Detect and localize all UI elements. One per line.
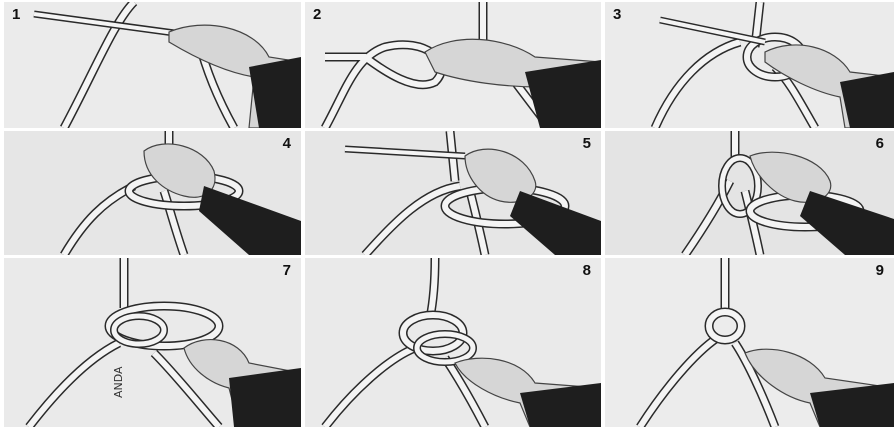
step-panel-1: 1 — [4, 2, 301, 128]
step-number: 6 — [876, 136, 884, 151]
step-panel-9: 9 — [605, 258, 894, 427]
step-panel-2: 2 — [305, 2, 601, 128]
step-number: 9 — [876, 263, 884, 278]
step-panel-6: 6 — [605, 131, 894, 255]
step-panel-8: 8 — [305, 258, 601, 427]
step-2-photo — [305, 2, 601, 128]
step-number: 4 — [283, 136, 291, 151]
step-panel-7: 7 ANDA — [4, 258, 301, 427]
step-3-photo — [605, 2, 894, 128]
step-4-photo — [4, 131, 301, 255]
step-number: 5 — [583, 136, 591, 151]
step-9-photo — [605, 258, 894, 427]
step-5-photo — [305, 131, 601, 255]
step-number: 8 — [583, 263, 591, 278]
step-panel-5: 5 — [305, 131, 601, 255]
step-number: 1 — [12, 7, 20, 22]
step-7-photo — [4, 258, 301, 427]
step-6-photo — [605, 131, 894, 255]
step-number: 2 — [313, 7, 321, 22]
step-panel-3: 3 — [605, 2, 894, 128]
step-number: 3 — [613, 7, 621, 22]
step-1-photo — [4, 2, 301, 128]
step-panel-4: 4 — [4, 131, 301, 255]
step-number: 7 — [283, 263, 291, 278]
step-8-photo — [305, 258, 601, 427]
pencil-scribble: ANDA — [112, 366, 125, 398]
